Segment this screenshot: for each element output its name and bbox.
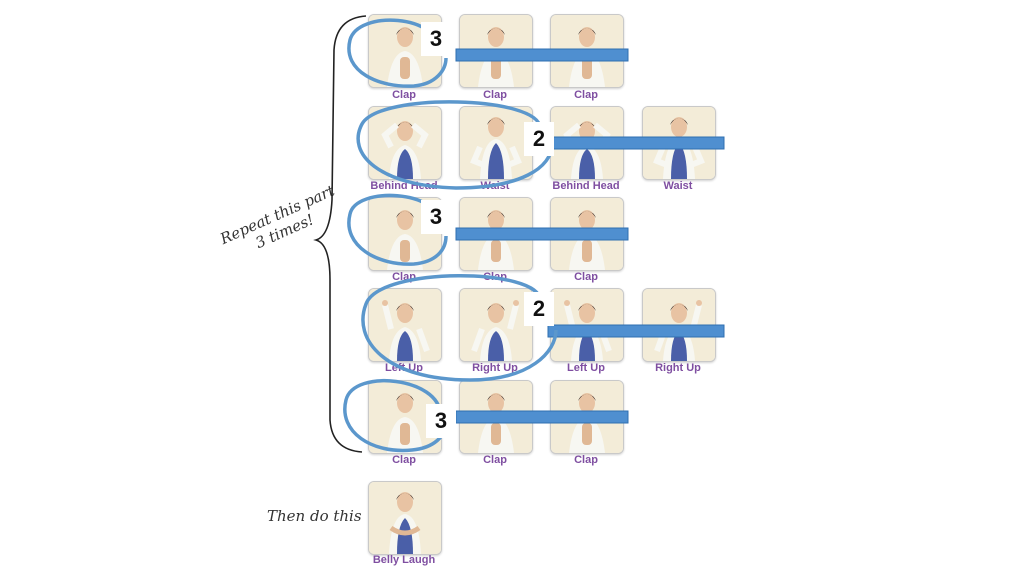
pose-card [642, 288, 716, 362]
pose-label: Clap [392, 89, 416, 101]
pose-label: Clap [574, 271, 598, 283]
pose-card [550, 197, 624, 271]
pose-card [368, 288, 442, 362]
pose-card [368, 106, 442, 180]
pose-label: Left Up [567, 362, 605, 374]
pose-label: Behind Head [552, 180, 620, 192]
repeat-brace [313, 15, 367, 453]
pose-label: Clap [392, 271, 416, 283]
pose-label: Clap [483, 271, 507, 283]
pose-label: Behind Head [370, 180, 438, 192]
pose-card [550, 14, 624, 88]
pose-label: Right Up [472, 362, 518, 374]
pose-card [459, 288, 533, 362]
pose-label: Clap [483, 89, 507, 101]
pose-card [459, 106, 533, 180]
repeat-count: 2 [524, 292, 554, 326]
repeat-note: Repeat this part 3 times! [205, 176, 357, 270]
pose-card-final [368, 481, 442, 555]
pose-label: Left Up [385, 362, 423, 374]
pose-card [550, 380, 624, 454]
pose-card [550, 288, 624, 362]
pose-label: Clap [574, 454, 598, 466]
repeat-count: 2 [524, 122, 554, 156]
pose-card [550, 106, 624, 180]
pose-card [459, 380, 533, 454]
then-note: Then do this [267, 507, 362, 525]
pose-label: Waist [663, 180, 693, 192]
pose-label: Waist [480, 180, 510, 192]
pose-card [642, 106, 716, 180]
pose-label-final: Belly Laugh [372, 554, 436, 566]
repeat-count: 3 [426, 404, 456, 438]
pose-label: Right Up [655, 362, 701, 374]
pose-label: Clap [483, 454, 507, 466]
pose-card [459, 14, 533, 88]
pose-label: Clap [574, 89, 598, 101]
pose-label: Clap [392, 454, 416, 466]
repeat-count: 3 [421, 200, 451, 234]
repeat-count: 3 [421, 22, 451, 56]
pose-card [459, 197, 533, 271]
